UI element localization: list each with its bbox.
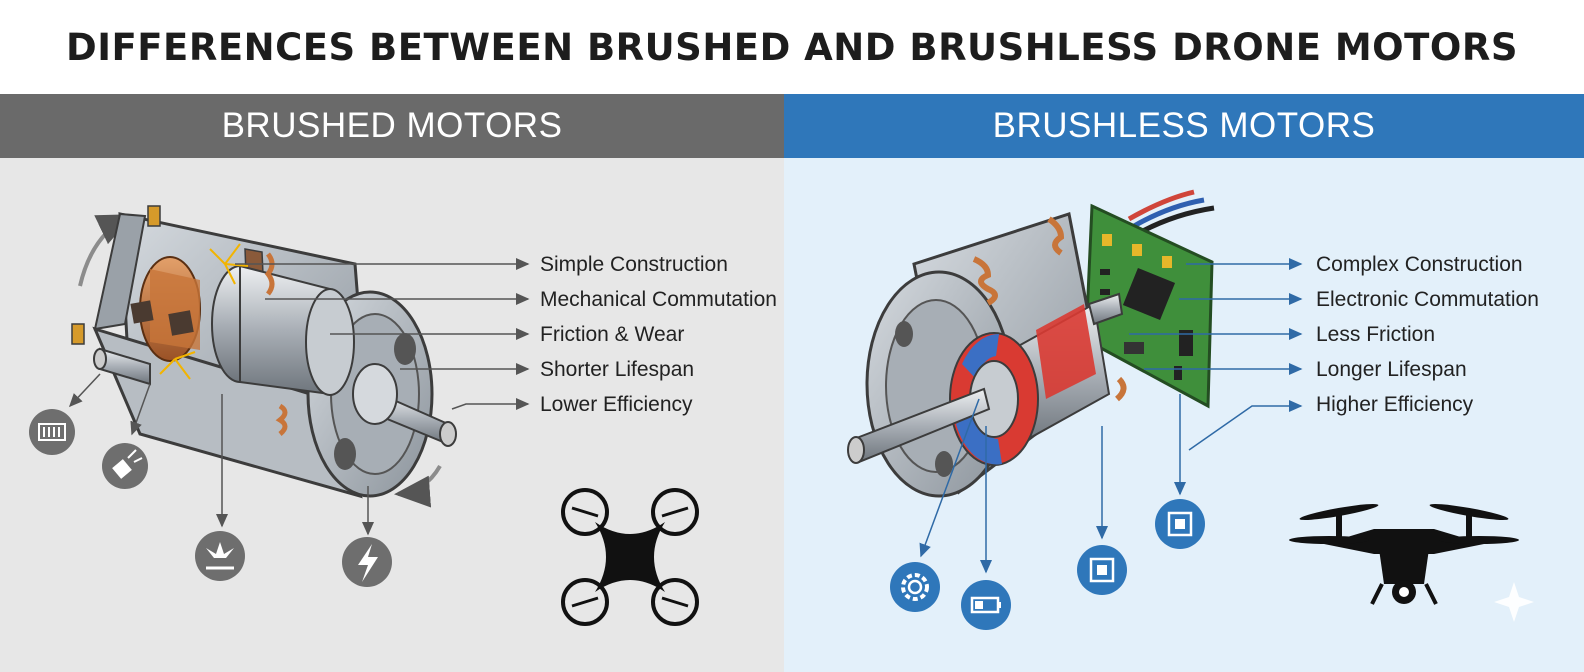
brushed-feature-commutation: Mechanical Commutation <box>540 288 777 311</box>
sparks <box>159 243 249 380</box>
chip-icon <box>1155 499 1205 549</box>
rotation-arrow-bottom <box>394 464 442 508</box>
gear-icon <box>890 562 940 612</box>
terminal-top <box>147 205 161 227</box>
brushless-motor-illustration <box>847 189 1534 630</box>
brushless-feature-efficiency: Higher Efficiency <box>1316 393 1474 416</box>
page-title: DIFFERENCES BETWEEN BRUSHED AND BRUSHLES… <box>66 25 1518 69</box>
brushed-motor <box>71 205 457 499</box>
sparkle-icon <box>1494 582 1534 622</box>
sparks-icon <box>195 531 245 581</box>
brushless-feature-friction: Less Friction <box>1316 323 1436 346</box>
brushless-feature-complex-construction: Complex Construction <box>1316 253 1523 276</box>
wires <box>1127 189 1215 236</box>
brushed-header: BRUSHED MOTORS <box>0 94 784 158</box>
terminal-side <box>71 323 85 345</box>
brushless-motor <box>847 212 1127 498</box>
lightning-bolt-icon <box>342 537 392 587</box>
spark-plug-icon <box>102 443 148 489</box>
brushless-panel: BRUSHLESS MOTORS Complex Construction El… <box>784 94 1584 672</box>
brushed-feature-friction: Friction & Wear <box>540 323 685 346</box>
chip-icon <box>1077 545 1127 595</box>
brushless-header: BRUSHLESS MOTORS <box>784 94 1584 158</box>
battery-icon <box>29 409 75 455</box>
brushed-motor-illustration <box>29 205 699 626</box>
esc-circuit-board <box>1084 203 1214 409</box>
brushed-feature-efficiency: Lower Efficiency <box>540 393 693 416</box>
brushed-panel: BRUSHED MOTORS Simple Construction Mecha… <box>0 94 784 672</box>
brushed-feature-simple-construction: Simple Construction <box>540 253 728 276</box>
drone-with-camera-icon <box>1289 504 1519 605</box>
brushless-feature-lifespan: Longer Lifespan <box>1316 358 1467 381</box>
brushed-feature-lifespan: Shorter Lifespan <box>540 358 695 381</box>
brushless-feature-commutation: Electronic Commutation <box>1316 288 1539 311</box>
battery-icon <box>961 580 1011 630</box>
quadcopter-icon <box>561 488 699 626</box>
